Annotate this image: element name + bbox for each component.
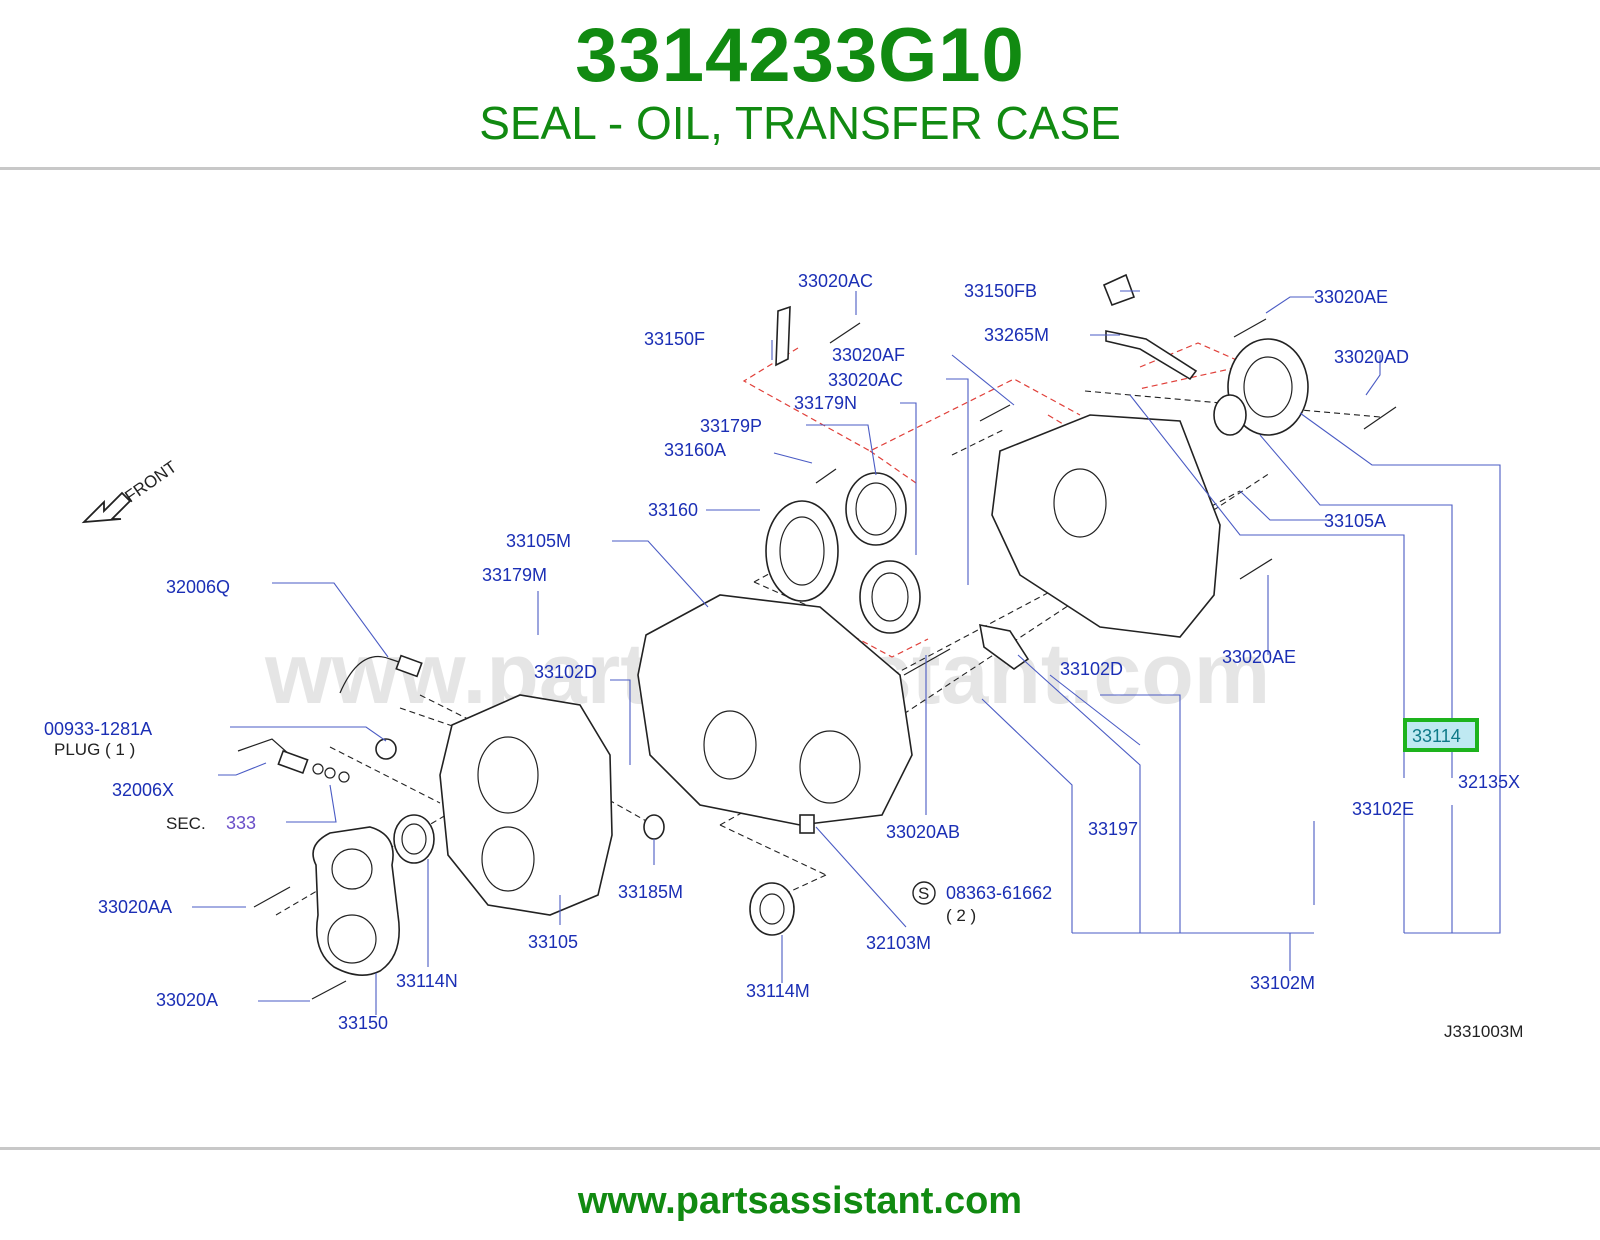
callout-33179P: 33179P (700, 416, 762, 436)
bolt-33020AC-top (829, 322, 861, 344)
callout-sec-label: SEC. (166, 814, 206, 833)
callout-33020AC-mid: 33020AC (828, 370, 903, 390)
leader-lines (192, 290, 1501, 1015)
callout-33160: 33160 (648, 500, 698, 520)
callout-33179M: 33179M (482, 565, 547, 585)
screw-symbol-icon: S (912, 881, 936, 905)
part-ring-33105A (1213, 394, 1247, 436)
parts-diagram: www.partsassistant.com FRONT (44, 271, 1523, 1041)
part-cover-33160 (765, 500, 839, 602)
part-case-33102M (991, 414, 1221, 638)
footer-url-link[interactable]: www.partsassistant.com (577, 1180, 1023, 1222)
callout-33102M: 33102M (1250, 973, 1315, 993)
part-number-title: 3314233G10 (575, 13, 1025, 98)
callout-sec-333[interactable]: 333 (226, 813, 256, 833)
part-bracket-33150F (775, 305, 791, 367)
callout-33150: 33150 (338, 1013, 388, 1033)
callout-33102D-right: 33102D (1060, 659, 1123, 679)
part-seal-33020AD (1227, 338, 1309, 436)
bolt-33020A (311, 980, 347, 1000)
bolt-33020AA (253, 886, 291, 908)
callout-33150F: 33150F (644, 329, 705, 349)
callout-32103M: 32103M (866, 933, 931, 953)
part-switch-32006X (237, 738, 350, 783)
callout-labels: 33020AC 33150FB 33020AE 33150F 33265M 33… (44, 271, 1520, 1033)
front-arrow-icon (81, 491, 132, 524)
front-label: FRONT (121, 457, 180, 506)
header-divider (0, 167, 1600, 170)
bolt-33020AE-mid (1239, 558, 1273, 580)
page-header: 3314233G10 SEAL - OIL, TRANSFER CASE (0, 0, 1600, 170)
highlighted-callout-33114[interactable]: 33114 (1403, 718, 1479, 752)
part-description: SEAL - OIL, TRANSFER CASE (479, 97, 1121, 149)
bolt-33020AE-top (1233, 318, 1267, 338)
callout-32006X: 32006X (112, 780, 174, 800)
footer-divider (0, 1147, 1600, 1150)
part-clip-33150FB (1102, 273, 1136, 307)
callout-33020AB: 33020AB (886, 822, 960, 842)
screw-symbol-letter: S (918, 884, 929, 903)
part-case-33105M (637, 594, 913, 826)
highlighted-part-number: 33114 (1412, 726, 1461, 746)
part-sleeve-33179P (859, 560, 921, 634)
bolt-33020AF (979, 404, 1011, 422)
callout-33105: 33105 (528, 932, 578, 952)
bolt-33020AD-side (1363, 406, 1397, 430)
callout-33020AD: 33020AD (1334, 347, 1409, 367)
callout-33197: 33197 (1088, 819, 1138, 839)
callout-33020AE-mid: 33020AE (1222, 647, 1296, 667)
callout-33265M: 33265M (984, 325, 1049, 345)
part-seal-33114M (749, 882, 795, 936)
callout-33020AE-top: 33020AE (1314, 287, 1388, 307)
callout-33185M: 33185M (618, 882, 683, 902)
part-bearing-33185M (643, 814, 665, 840)
part-case-33105 (439, 694, 613, 916)
callout-32135X: 32135X (1458, 772, 1520, 792)
callout-screw-qty: ( 2 ) (946, 906, 976, 925)
part-bearing-33179N (845, 472, 907, 546)
bolt-33160A (815, 468, 837, 484)
callout-32006Q: 32006Q (166, 577, 230, 597)
callout-33105M: 33105M (506, 531, 571, 551)
callout-33102D-left: 33102D (534, 662, 597, 682)
part-harness-32006Q (339, 654, 423, 694)
callout-33179N: 33179N (794, 393, 857, 413)
part-bracket-33265M (1105, 330, 1198, 381)
callout-00933-1281A: 00933-1281A (44, 719, 152, 739)
callout-33020AC-top: 33020AC (798, 271, 873, 291)
drawing-code: J331003M (1444, 1022, 1523, 1041)
callout-33020AA: 33020AA (98, 897, 172, 917)
callout-33160A: 33160A (664, 440, 726, 460)
part-seal-33114N (393, 814, 435, 864)
callout-33105A: 33105A (1324, 511, 1386, 531)
callout-08363-61662: 08363-61662 (946, 883, 1052, 903)
part-plug-00933 (375, 738, 397, 760)
callout-33150FB: 33150FB (964, 281, 1037, 301)
callout-33102E: 33102E (1352, 799, 1414, 819)
callout-plug-qty: PLUG ( 1 ) (54, 740, 135, 759)
bolt-33020AB (903, 648, 951, 676)
callout-33020AF: 33020AF (832, 345, 905, 365)
part-dowel-32103M (799, 814, 815, 834)
callout-33020A: 33020A (156, 990, 218, 1010)
callout-33114M: 33114M (746, 981, 810, 1001)
callout-33114N: 33114N (396, 971, 458, 991)
part-gasket-33197 (979, 623, 1030, 670)
part-cover-33150 (312, 826, 400, 976)
